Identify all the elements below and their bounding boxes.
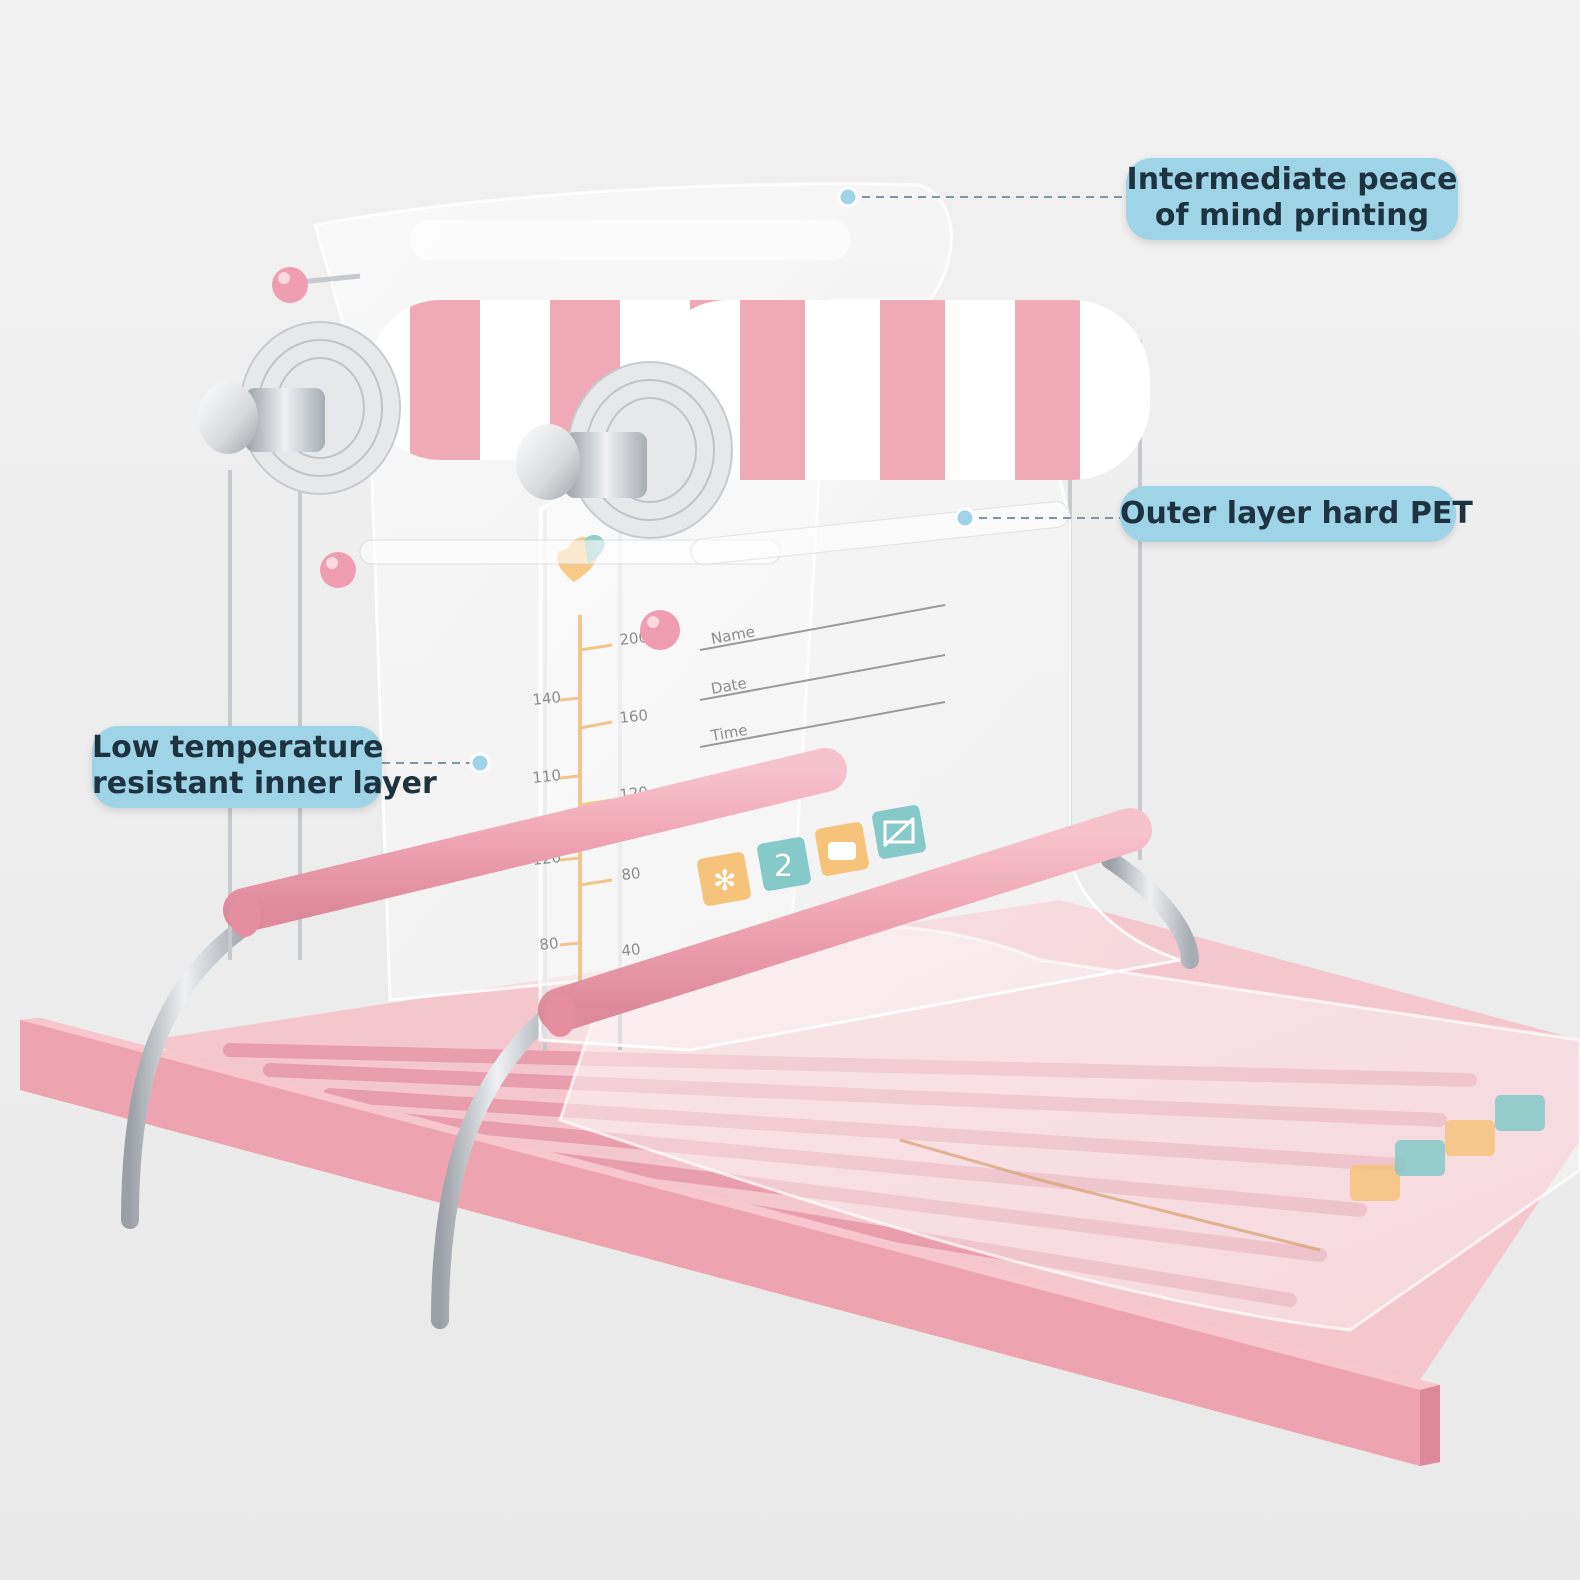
pot-icon (815, 822, 869, 876)
number-2-icon: 2 (757, 837, 811, 891)
callout-mid-text: Outer layer hard PET (1120, 496, 1473, 531)
svg-text:✻: ✻ (713, 864, 736, 897)
callout-top-line2: of mind printing (1154, 198, 1430, 233)
callout-top-line1: Intermediate peace (1126, 162, 1458, 197)
callout-inner-layer: Low temperature resistant inner layer (92, 726, 437, 808)
scale-left-4: 80 (539, 934, 560, 954)
svg-text:2: 2 (774, 849, 793, 884)
no-microwave-icon (872, 805, 926, 859)
scale-right-2: 160 (619, 706, 649, 727)
pink-support-bars (223, 748, 1152, 1037)
field-date-label: Date (710, 674, 748, 698)
metal-legs (121, 851, 1199, 1329)
front-roll (516, 300, 1150, 539)
snowflake-icon: ✻ (697, 852, 751, 906)
scale-right-5: 40 (621, 940, 642, 960)
scale-right-4: 80 (621, 864, 642, 884)
callout-intermediate-printing: Intermediate peace of mind printing (1126, 158, 1458, 240)
scale-left-2: 110 (532, 766, 562, 787)
callout-connectors (382, 186, 1125, 774)
callout-outer-layer: Outer layer hard PET (1120, 486, 1473, 542)
callout-left-line1: Low temperature (92, 730, 384, 765)
scale-left-1: 140 (532, 688, 562, 709)
callout-left-line2: resistant inner layer (92, 766, 437, 801)
